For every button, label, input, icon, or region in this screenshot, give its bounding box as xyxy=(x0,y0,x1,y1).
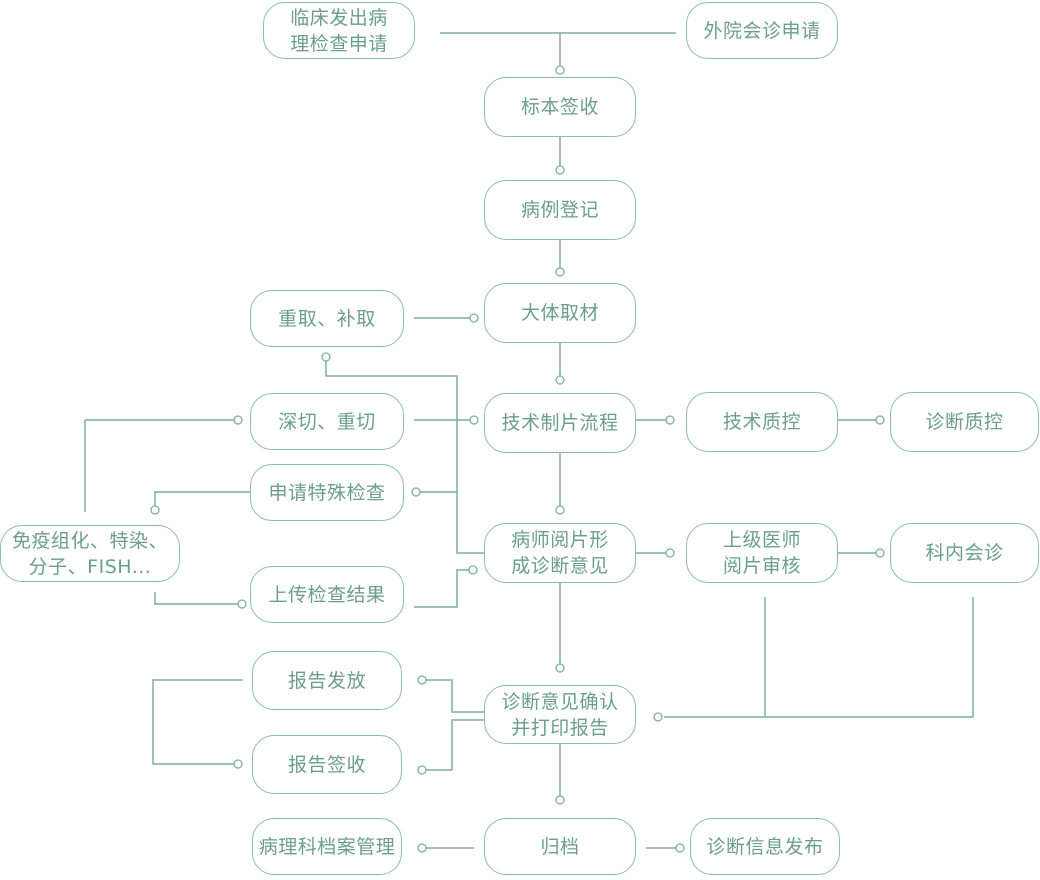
node-technical-qc: 技术质控 xyxy=(686,392,838,452)
connector-dot xyxy=(321,352,331,362)
node-upload-results: 上传检查结果 xyxy=(250,566,404,623)
node-archive-management: 病理科档案管理 xyxy=(252,818,402,875)
node-external-consult-request: 外院会诊申请 xyxy=(686,2,838,59)
connector-dot xyxy=(233,415,243,425)
node-archive: 归档 xyxy=(484,818,636,875)
node-gross-sampling: 大体取材 xyxy=(484,283,636,343)
node-pathologist-review: 病师阅片形 成诊断意见 xyxy=(484,523,636,583)
connector-dot xyxy=(653,712,663,722)
node-special-stains: 免疫组化、特染、 分子、FISH... xyxy=(0,525,180,582)
connector xyxy=(152,679,243,765)
node-report-release: 报告发放 xyxy=(252,651,402,710)
connector-dot xyxy=(555,375,565,385)
connector-dot xyxy=(665,548,675,558)
node-technical-slide-process: 技术制片流程 xyxy=(484,393,636,453)
connector-dot xyxy=(555,505,565,515)
node-department-consult: 科内会诊 xyxy=(890,523,1039,583)
node-diagnosis-publish: 诊断信息发布 xyxy=(690,818,840,875)
node-confirm-print: 诊断意见确认 并打印报告 xyxy=(484,685,636,744)
connector-dot xyxy=(469,313,479,323)
connector-dot xyxy=(417,765,427,775)
node-report-receipt: 报告签收 xyxy=(252,735,402,794)
node-special-test-request: 申请特殊检查 xyxy=(250,464,404,521)
node-case-registration: 病例登记 xyxy=(484,180,636,240)
node-deep-recut: 深切、重切 xyxy=(250,393,404,450)
connector xyxy=(154,592,238,605)
connector-dot xyxy=(875,415,885,425)
connector-dot xyxy=(411,487,421,497)
connector-dot xyxy=(468,565,478,575)
connector-dot xyxy=(237,599,247,609)
connector xyxy=(426,719,484,771)
connector-dot xyxy=(150,505,160,515)
connector-dot xyxy=(233,759,243,769)
connector xyxy=(426,679,484,713)
node-resample: 重取、补取 xyxy=(250,290,404,347)
connector-dot xyxy=(555,795,565,805)
connector-dot xyxy=(469,415,479,425)
connector-dot xyxy=(417,843,427,853)
connector-dot xyxy=(875,548,885,558)
connector xyxy=(414,569,470,608)
connector-dot xyxy=(555,165,565,175)
connector-dot xyxy=(665,415,675,425)
connector-dot xyxy=(555,65,565,75)
connector-dot xyxy=(417,675,427,685)
connector xyxy=(154,491,250,508)
node-diagnostic-qc: 诊断质控 xyxy=(890,392,1039,452)
node-specimen-receipt: 标本签收 xyxy=(484,77,636,137)
connector xyxy=(325,360,486,554)
node-senior-review: 上级医师 阅片审核 xyxy=(686,523,838,583)
connector-dot xyxy=(555,267,565,277)
connector-dot xyxy=(555,663,565,673)
connector-dot xyxy=(675,843,685,853)
node-clinical-request: 临床发出病 理检查申请 xyxy=(263,2,415,59)
connector xyxy=(84,419,234,512)
